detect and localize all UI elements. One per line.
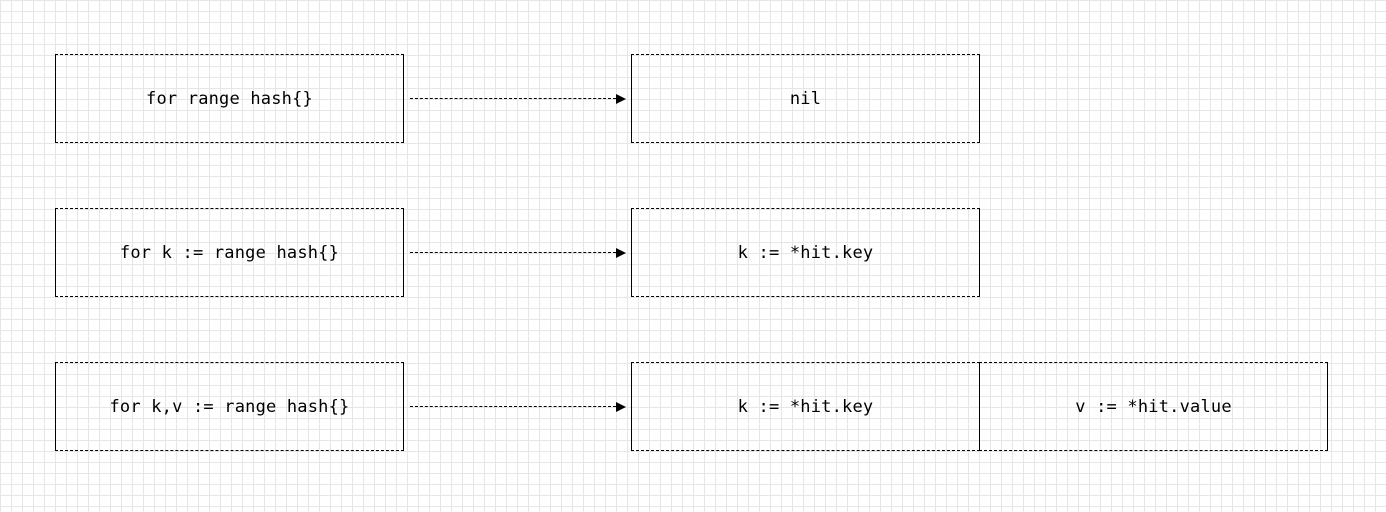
range-source-box-2: for k := range hash{} [55,208,404,297]
arrow-2 [410,248,626,258]
arrow-3-head-icon [616,402,626,412]
range-target-box-3-value: v := *hit.value [979,362,1328,451]
range-target-box-3-key: k := *hit.key [631,362,980,451]
arrow-3 [410,402,626,412]
range-target-box-2: k := *hit.key [631,208,980,297]
arrow-1-head-icon [616,94,626,104]
arrow-1 [410,94,626,104]
range-source-box-1: for range hash{} [55,54,404,143]
arrow-2-shaft [410,252,616,253]
arrow-3-shaft [410,406,616,407]
arrow-2-head-icon [616,248,626,258]
arrow-1-shaft [410,98,616,99]
range-target-box-1: nil [631,54,980,143]
range-source-box-3: for k,v := range hash{} [55,362,404,451]
